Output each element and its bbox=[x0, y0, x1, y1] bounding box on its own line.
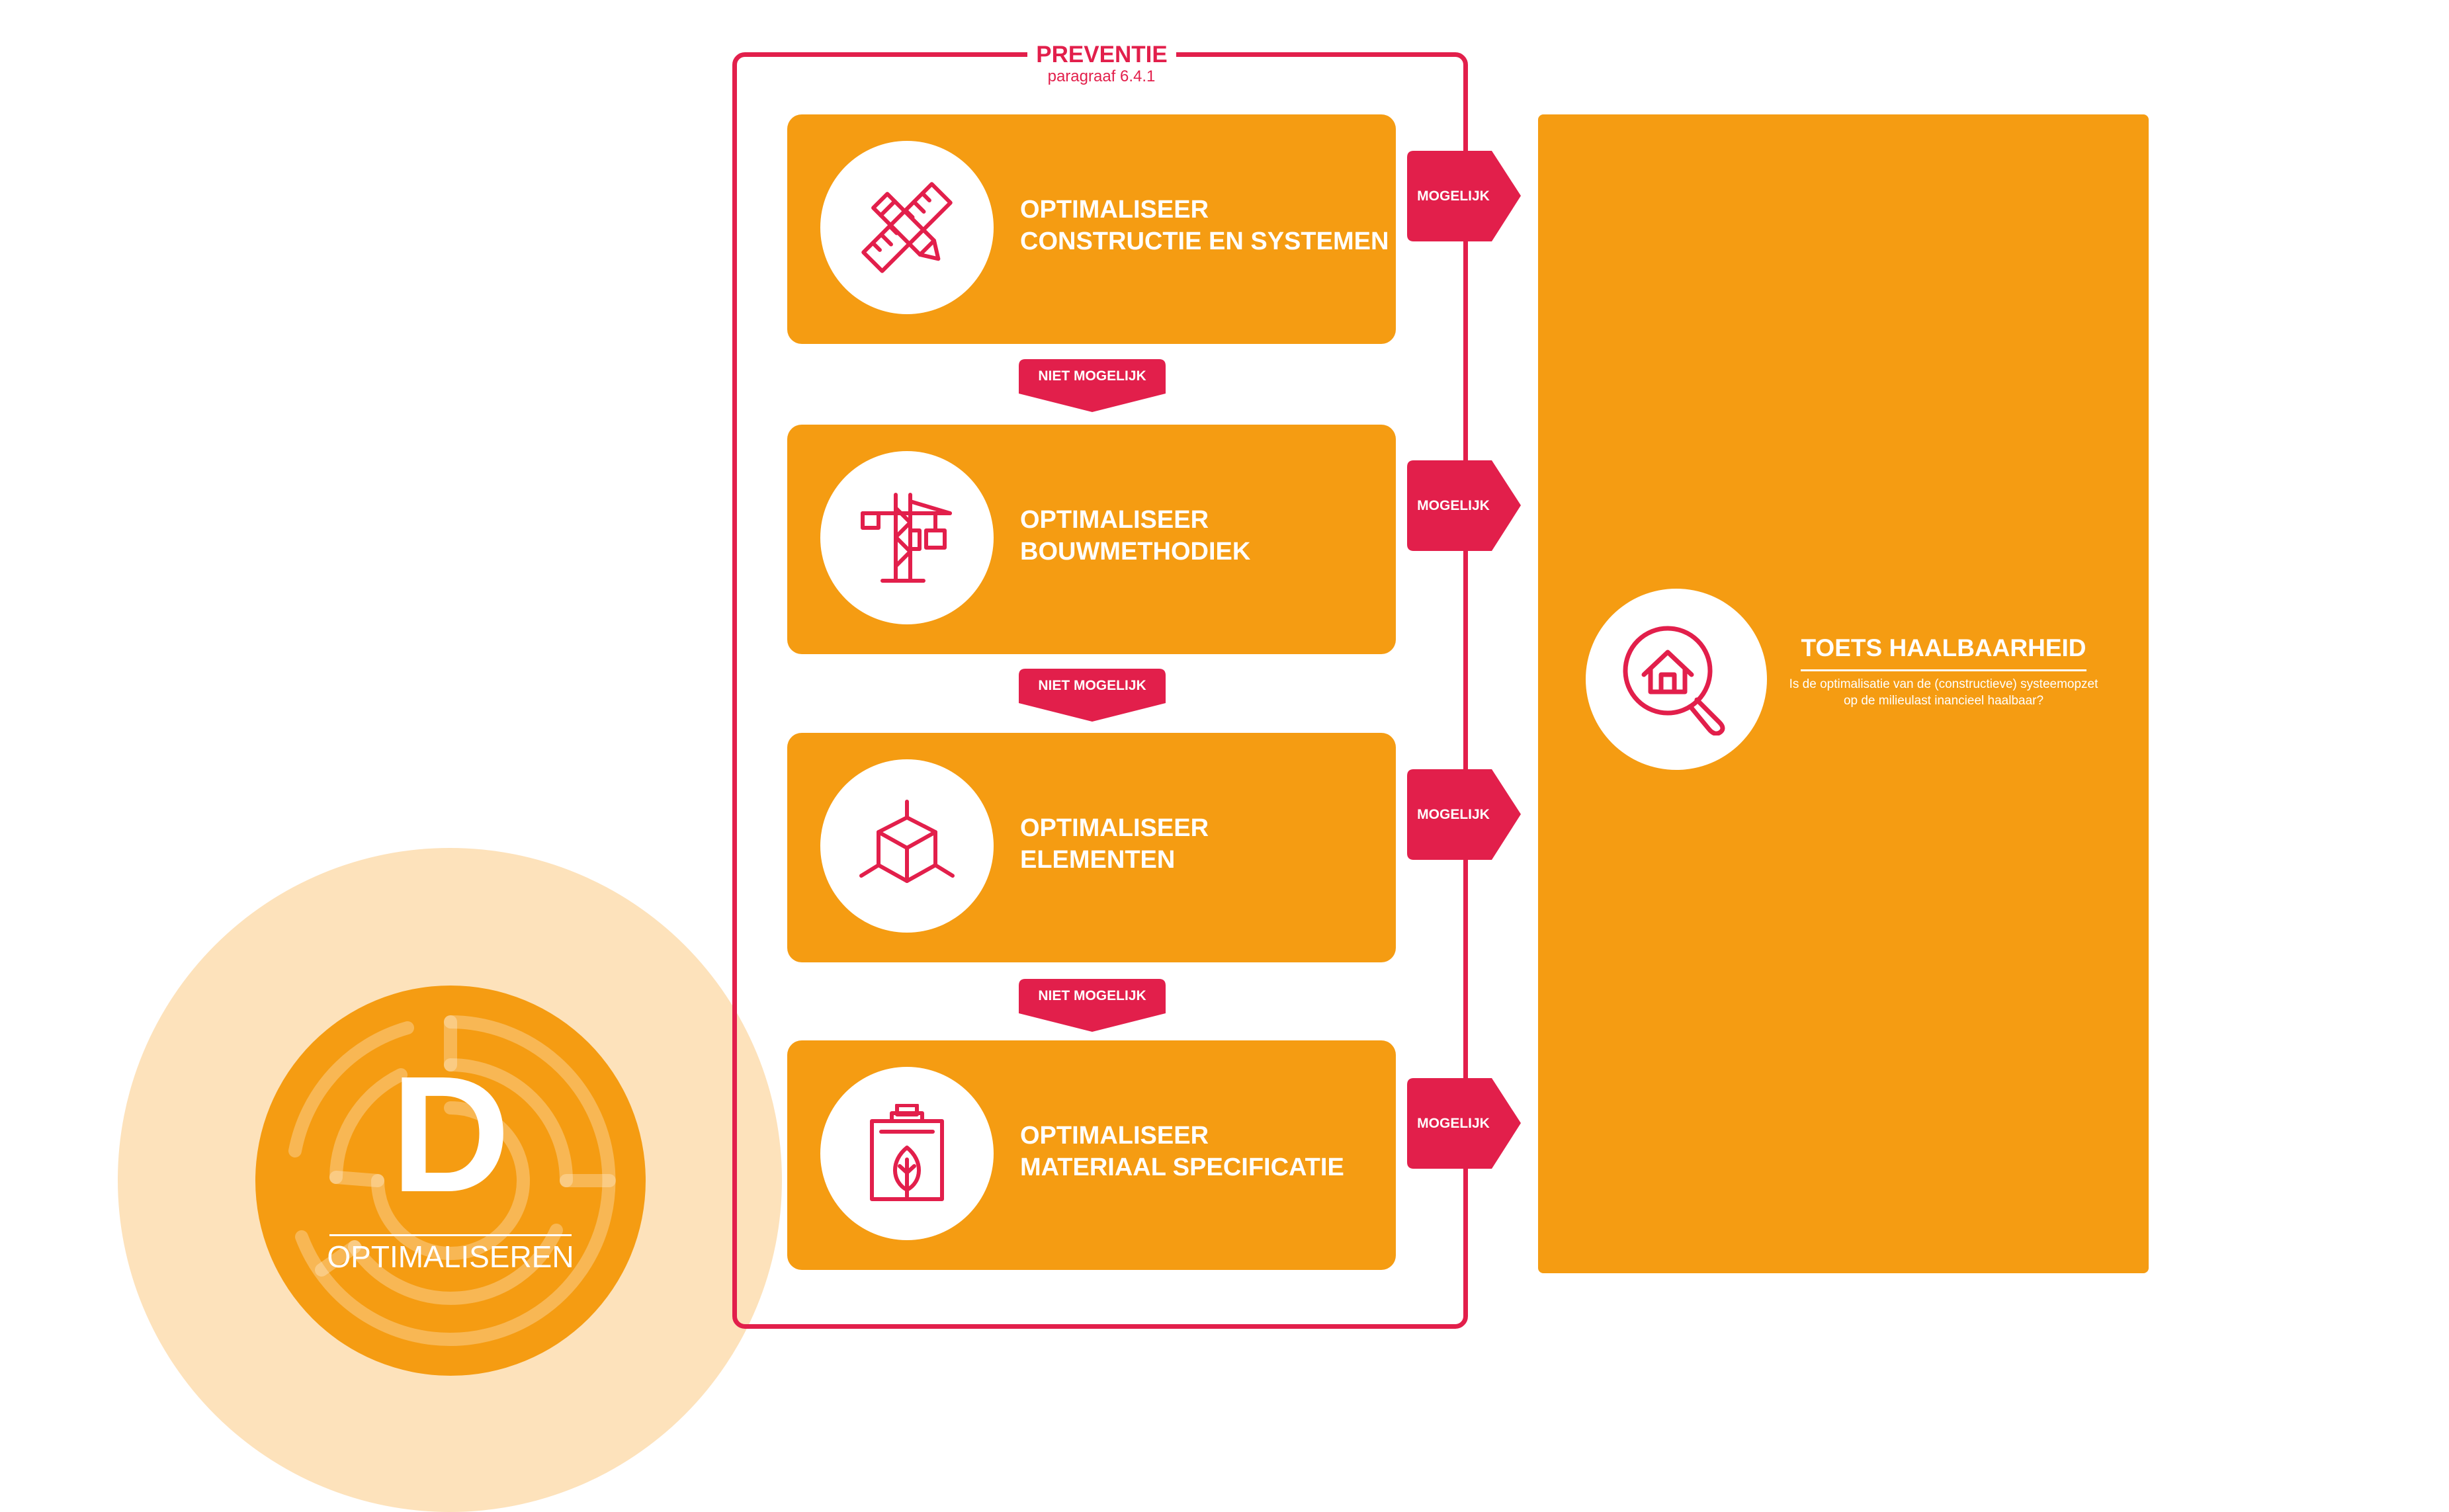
phase-divider bbox=[329, 1234, 572, 1236]
step-elements[interactable]: OPTIMALISEER ELEMENTEN bbox=[787, 733, 1396, 962]
arrow-right-icon bbox=[1407, 460, 1521, 551]
preventie-subtitle: paragraaf 6.4.1 bbox=[1047, 67, 1156, 85]
possible-arrow: MOGELIJK bbox=[1407, 151, 1521, 241]
step-material-specification[interactable]: OPTIMALISEER MATERIAAL SPECIFICATIE bbox=[787, 1040, 1396, 1270]
crane-icon bbox=[861, 493, 952, 583]
step-label-line1: OPTIMALISEER bbox=[1020, 506, 1209, 534]
cube-icon bbox=[859, 800, 955, 883]
maze-icon bbox=[288, 1015, 616, 1346]
possible-arrow: MOGELIJK bbox=[1407, 1078, 1521, 1169]
step-icon-circle bbox=[820, 141, 994, 314]
step-label: OPTIMALISEER ELEMENTEN bbox=[1020, 812, 1391, 876]
step-label: OPTIMALISEER CONSTRUCTIE EN SYSTEMEN bbox=[1020, 194, 1391, 257]
phase-badge bbox=[255, 986, 646, 1376]
arrow-right-icon bbox=[1407, 1078, 1521, 1169]
step-label-line1: OPTIMALISEER bbox=[1020, 1122, 1209, 1150]
feasibility-divider bbox=[1801, 669, 2086, 671]
possible-label: MOGELIJK bbox=[1417, 807, 1490, 822]
possible-label: MOGELIJK bbox=[1417, 498, 1490, 513]
step-label: OPTIMALISEER MATERIAAL SPECIFICATIE bbox=[1020, 1120, 1391, 1183]
possible-label: MOGELIJK bbox=[1417, 1116, 1490, 1131]
possible-arrow: MOGELIJK bbox=[1407, 769, 1521, 860]
arrow-right-icon bbox=[1407, 151, 1521, 241]
step-icon-circle bbox=[820, 451, 994, 624]
arrow-down-icon bbox=[1019, 979, 1166, 1032]
clipboard-leaf-icon bbox=[870, 1104, 944, 1201]
feasibility-description: Is de optimalisatie van de (constructiev… bbox=[1789, 677, 2098, 708]
phase-letter: D bbox=[390, 1042, 511, 1226]
step-label-line1: OPTIMALISEER bbox=[1020, 196, 1209, 224]
not-possible-label: NIET MOGELIJK bbox=[1038, 678, 1146, 693]
not-possible-arrow: NIET MOGELIJK bbox=[1019, 979, 1166, 1032]
step-icon-circle bbox=[820, 1067, 994, 1240]
step-label-line1: OPTIMALISEER bbox=[1020, 814, 1209, 842]
feasibility-icon-circle bbox=[1586, 589, 1767, 770]
arrow-down-icon bbox=[1019, 359, 1166, 412]
not-possible-label: NIET MOGELIJK bbox=[1038, 368, 1146, 384]
step-label-line2: ELEMENTEN bbox=[1020, 846, 1176, 874]
not-possible-arrow: NIET MOGELIJK bbox=[1019, 669, 1166, 722]
step-label: OPTIMALISEER BOUWMETHODIEK bbox=[1020, 504, 1391, 567]
possible-label: MOGELIJK bbox=[1417, 189, 1490, 204]
step-label-line2: CONSTRUCTIE EN SYSTEMEN bbox=[1020, 228, 1389, 255]
ruler-pencil-icon bbox=[861, 182, 953, 273]
step-construction-systems[interactable]: OPTIMALISEER CONSTRUCTIE EN SYSTEMEN bbox=[787, 114, 1396, 344]
feasibility-title: TOETS HAALBAARHEID bbox=[1801, 634, 2086, 661]
house-magnifier-icon bbox=[1623, 626, 1725, 735]
step-icon-circle bbox=[820, 759, 994, 933]
arrow-right-icon bbox=[1407, 769, 1521, 860]
not-possible-label: NIET MOGELIJK bbox=[1038, 988, 1146, 1003]
not-possible-arrow: NIET MOGELIJK bbox=[1019, 359, 1166, 412]
preventie-title: PREVENTIE bbox=[1027, 38, 1176, 71]
step-building-method[interactable]: OPTIMALISEER BOUWMETHODIEK bbox=[787, 425, 1396, 654]
phase-name: OPTIMALISEREN bbox=[327, 1239, 574, 1274]
step-label-line2: MATERIAAL SPECIFICATIE bbox=[1020, 1154, 1344, 1181]
possible-arrow: MOGELIJK bbox=[1407, 460, 1521, 551]
arrow-down-icon bbox=[1019, 669, 1166, 722]
step-label-line2: BOUWMETHODIEK bbox=[1020, 538, 1251, 566]
